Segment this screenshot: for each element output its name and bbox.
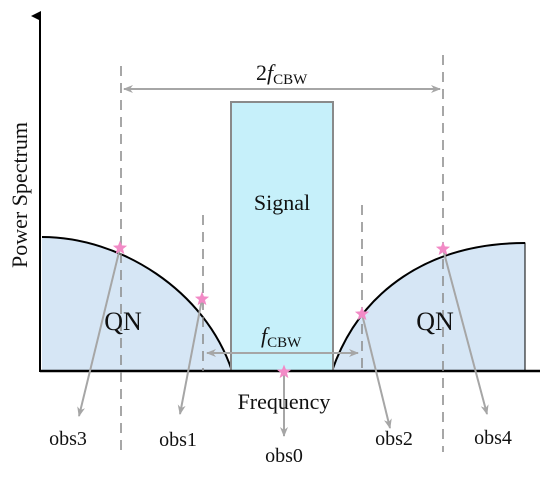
qn-left-label: QN bbox=[104, 307, 142, 336]
qn-left-region bbox=[42, 237, 232, 371]
obs3-star bbox=[112, 240, 128, 255]
outer-bandwidth-label: 2fCBW bbox=[256, 60, 308, 88]
signal-label: Signal bbox=[254, 190, 310, 215]
obs3-label: obs3 bbox=[49, 428, 87, 450]
qn-right-label: QN bbox=[416, 307, 454, 336]
obs0-label: obs0 bbox=[265, 445, 303, 467]
obs2-pointer bbox=[361, 313, 392, 429]
obs1-star bbox=[194, 291, 210, 306]
obs1-label: obs1 bbox=[159, 429, 197, 451]
qn-right-curve bbox=[331, 242, 526, 372]
obs2-star bbox=[354, 306, 370, 321]
obs2-label: obs2 bbox=[375, 428, 413, 450]
inner-bandwidth-label: fCBW bbox=[261, 323, 302, 351]
obs4-pointer bbox=[442, 248, 489, 415]
x-axis-label: Frequency bbox=[238, 389, 331, 414]
observation-stars bbox=[112, 240, 451, 379]
obs4-star bbox=[435, 241, 451, 256]
obs3-pointer bbox=[77, 247, 121, 417]
obs1-pointer bbox=[177, 298, 203, 415]
signal-block bbox=[230, 101, 334, 372]
qn-left-curve bbox=[41, 236, 233, 372]
obs4-label: obs4 bbox=[474, 427, 512, 449]
y-axis-label: Power Spectrum bbox=[7, 122, 32, 268]
obs0-star bbox=[276, 364, 292, 379]
